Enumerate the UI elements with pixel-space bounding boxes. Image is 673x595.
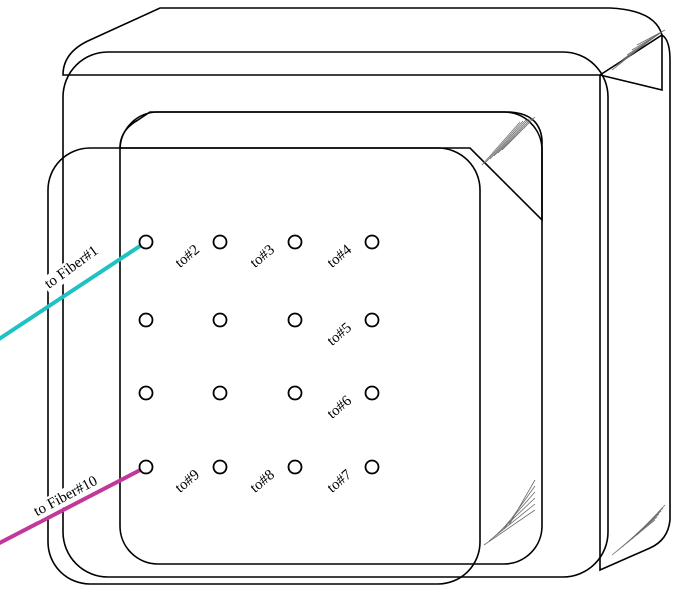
hatch-line xyxy=(493,118,530,157)
hatch-line xyxy=(498,491,536,534)
port-label-background xyxy=(322,391,357,424)
hatch-line xyxy=(501,116,536,151)
connector-hole xyxy=(212,312,228,328)
hatch-line xyxy=(636,504,666,536)
outer-housing-top xyxy=(62,7,663,92)
connector-hole xyxy=(287,234,303,250)
hatch-line xyxy=(626,33,660,56)
port-label-background xyxy=(170,465,205,498)
connector-hole xyxy=(287,385,303,401)
port-label-group: to#5 xyxy=(322,318,357,351)
connector-hole xyxy=(138,459,154,475)
connector-hole xyxy=(364,385,380,401)
port-label-background xyxy=(245,240,280,273)
port-label-group: to#8 xyxy=(245,465,280,498)
fiber-cables: to Fiber#1to Fiber#10 xyxy=(0,240,148,546)
port-label-group: to#4 xyxy=(322,240,357,273)
fiber-cable-1 xyxy=(0,240,148,341)
connector-hole xyxy=(138,385,154,401)
hatch-line xyxy=(636,29,666,46)
hatch-line xyxy=(631,31,663,51)
connector-hole xyxy=(212,459,228,475)
port-label-group: to#9 xyxy=(170,465,205,498)
connector-hole xyxy=(138,312,154,328)
connector-hole xyxy=(287,312,303,328)
outer-housing-face xyxy=(62,51,609,578)
port-label-background xyxy=(322,465,357,498)
fiber-cable-2 xyxy=(0,465,148,546)
hole-grid xyxy=(138,234,380,475)
front-panel xyxy=(47,147,481,585)
connector-hole xyxy=(212,385,228,401)
outer-housing-hatching xyxy=(611,29,666,556)
connector-hole xyxy=(364,459,380,475)
hatch-line xyxy=(508,479,536,526)
hatch-line xyxy=(485,120,524,163)
fiber-label: to Fiber#1 xyxy=(42,243,102,292)
hatch-line xyxy=(489,119,527,160)
port-label-background xyxy=(245,465,280,498)
middle-housing-hatching xyxy=(481,116,536,546)
connector-hole xyxy=(364,234,380,250)
fiber-label-group: to Fiber#1 xyxy=(39,241,104,294)
connector-hole xyxy=(212,234,228,250)
hatch-line xyxy=(481,121,521,166)
port-label-group: to#6 xyxy=(322,391,357,424)
port-labels: to#2 to#3 to#4 to#5 to#6 to#7 to#8 to#9 xyxy=(170,240,357,498)
hatch-line xyxy=(497,117,533,154)
port-label-background xyxy=(322,240,357,273)
connector-hole xyxy=(364,312,380,328)
port-label-background xyxy=(322,318,357,351)
middle-housing-face xyxy=(119,111,543,565)
port-label-group: to#2 xyxy=(170,240,205,273)
hatch-line xyxy=(483,509,536,546)
fiber-label-background xyxy=(29,471,103,522)
fiber-label-background xyxy=(39,241,104,294)
outer-housing-side xyxy=(599,34,671,572)
port-label-background xyxy=(170,240,205,273)
port-label-group: to#3 xyxy=(245,240,280,273)
port-label-group: to#7 xyxy=(322,465,357,498)
middle-housing xyxy=(119,111,543,565)
connector-hole xyxy=(287,459,303,475)
outer-housing xyxy=(62,7,671,578)
connector-hole xyxy=(138,234,154,250)
middle-housing-top xyxy=(119,111,543,222)
